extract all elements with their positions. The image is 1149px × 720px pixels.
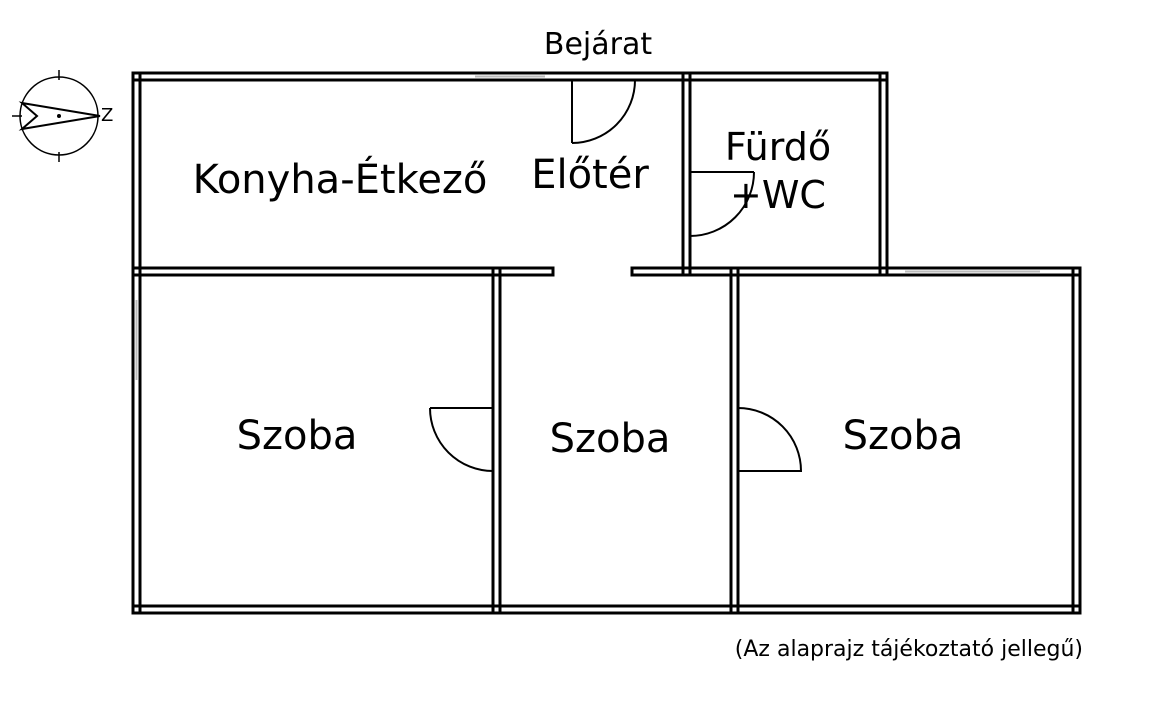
wall-bath-left [681,71,692,277]
door-room-right [737,407,803,472]
room-label-bedroom-2: Szoba [550,416,671,462]
entrance-label: Bejárat [544,27,652,62]
room-label-bedroom-3: Szoba [843,413,964,459]
room-label-hallway: Előtér [531,152,649,198]
compass-needle-icon [18,101,101,131]
door-room-left [429,407,494,472]
room-label-bathroom: Fürdő [725,125,831,169]
footnote: (Az alaprajz tájékoztató jellegű) [735,637,1083,662]
door-entrance [571,79,636,144]
wall-room1-room2 [491,266,502,615]
door-bathroom [689,171,755,237]
wall-room2-room3 [729,266,740,615]
wall-right-outer [1071,266,1082,615]
room-label-bedroom-1: Szoba [237,413,358,459]
wall-bath-step [878,266,1082,277]
wall-bath-right [878,71,889,277]
windows [135,75,1040,380]
wall-bottom-outer [131,604,1082,615]
outer-walls [131,71,1082,615]
compass-north-label: Z [101,105,113,126]
room-label-kitchen: Konyha-Étkező [193,155,488,203]
compass: Z [12,70,113,162]
doors [429,79,803,472]
wall-mid-right [630,266,889,277]
wall-mid-left [131,266,555,277]
room-label-bathroom-wc: +WC [730,173,826,217]
